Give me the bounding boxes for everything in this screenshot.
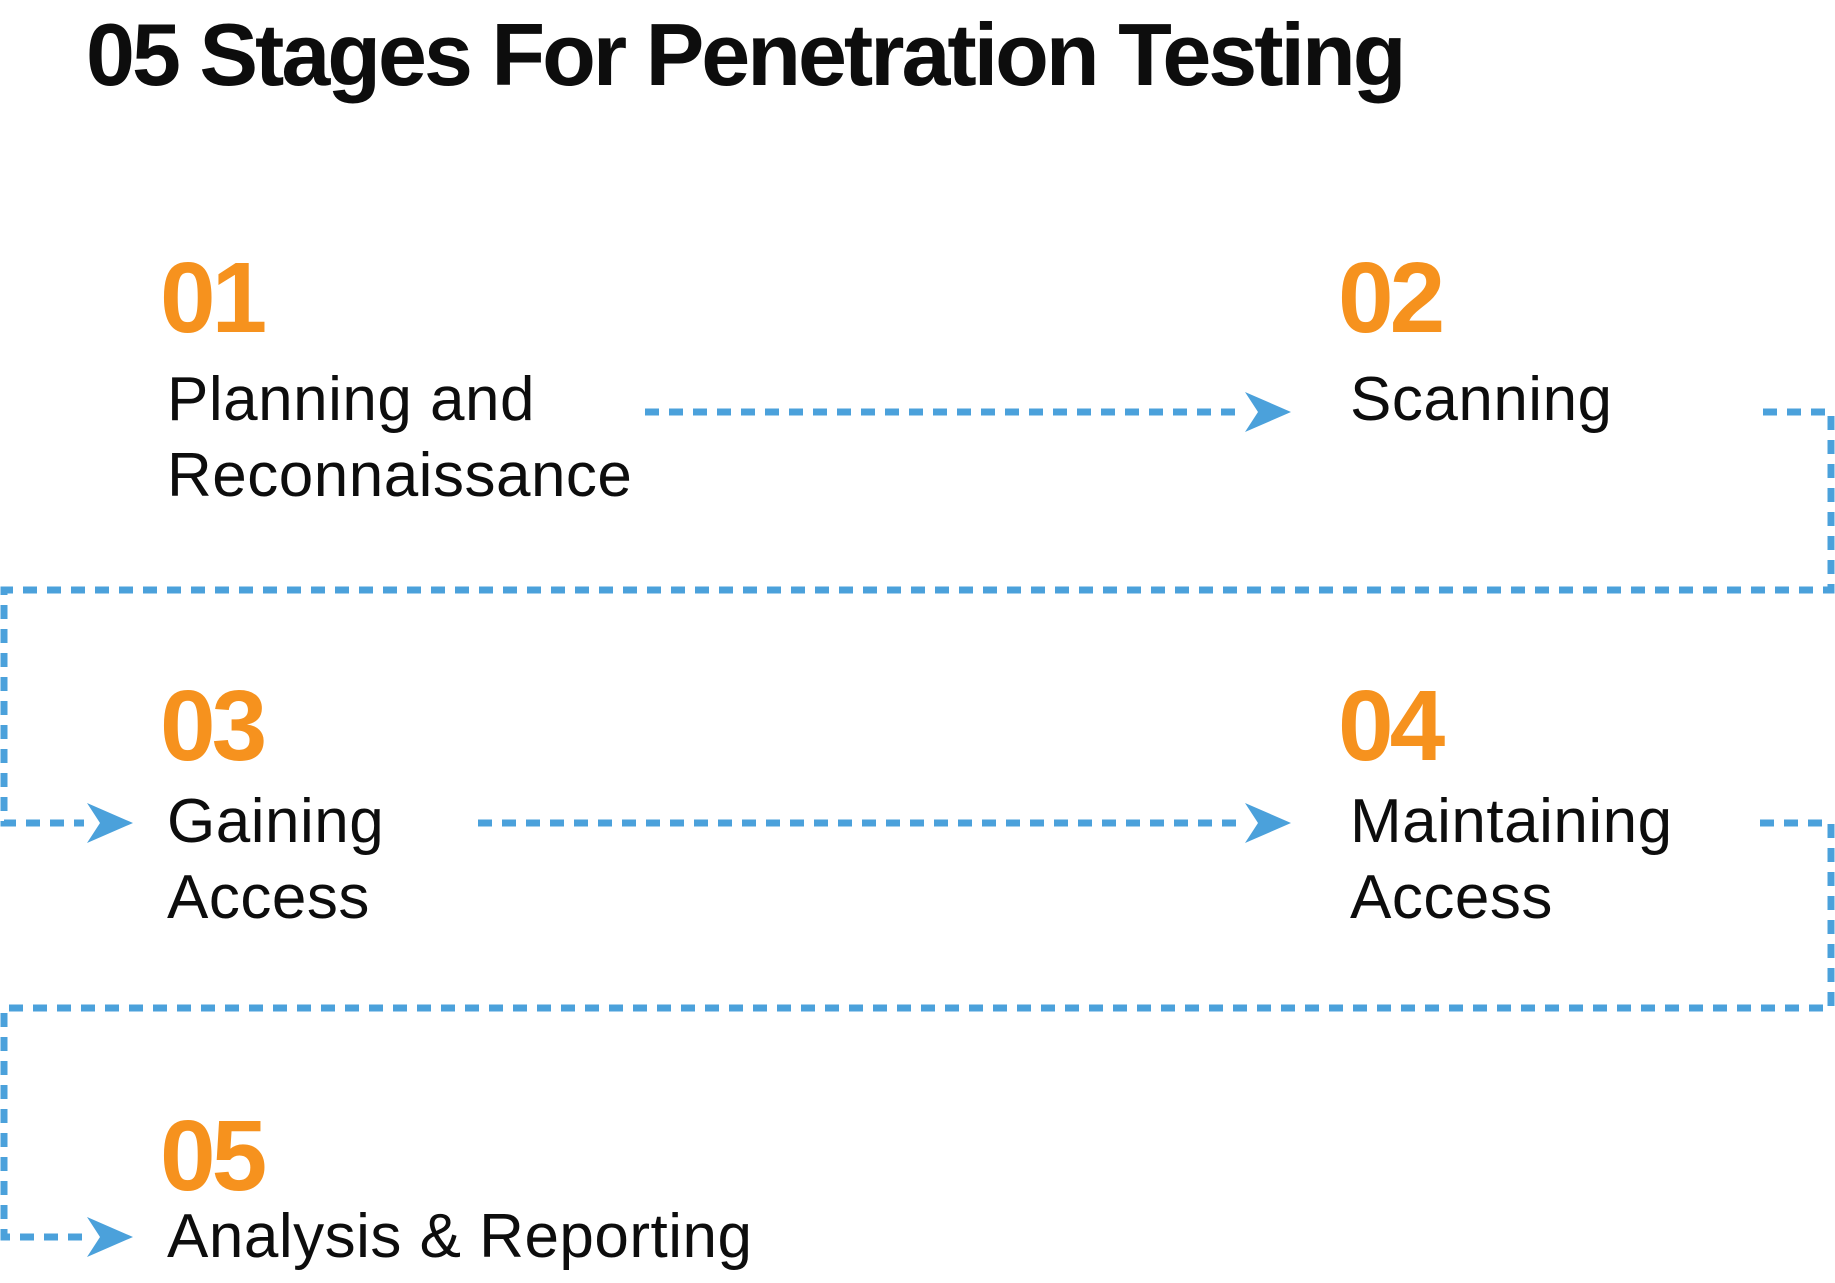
arrow-right-icon bbox=[1245, 803, 1291, 843]
stage-03-number: 03 bbox=[160, 670, 267, 782]
stage-01-number: 01 bbox=[160, 242, 267, 354]
stage-04-label-line1: Maintaining bbox=[1350, 787, 1673, 856]
stage-01-label: Planning and Reconnaissance bbox=[167, 362, 632, 514]
stage-05-number: 05 bbox=[160, 1100, 267, 1212]
connector-04-05 bbox=[0, 819, 1835, 1241]
stage-04-number: 04 bbox=[1338, 670, 1445, 782]
stage-01-label-line2: Reconnaissance bbox=[167, 441, 633, 510]
arrow-right-icon bbox=[87, 803, 133, 843]
stage-03-label-line2: Access bbox=[167, 863, 370, 932]
stage-02-label-line1: Scanning bbox=[1350, 365, 1613, 434]
stage-04-label: Maintaining Access bbox=[1350, 784, 1673, 936]
stage-05-label: Analysis & Reporting bbox=[167, 1199, 753, 1275]
arrow-right-icon bbox=[1245, 392, 1291, 432]
arrow-right-icon bbox=[87, 1217, 133, 1257]
connector-02-03 bbox=[0, 408, 1835, 827]
page-title: 05 Stages For Penetration Testing bbox=[86, 5, 1406, 104]
stage-03-label: Gaining Access bbox=[167, 784, 384, 936]
stage-03-label-line1: Gaining bbox=[167, 787, 385, 856]
stage-02-number: 02 bbox=[1338, 242, 1445, 354]
stage-02-label: Scanning bbox=[1350, 362, 1613, 438]
stage-01-label-line1: Planning and bbox=[167, 365, 535, 434]
stage-04-label-line2: Access bbox=[1350, 863, 1553, 932]
stage-05-label-line1: Analysis & Reporting bbox=[167, 1202, 753, 1271]
